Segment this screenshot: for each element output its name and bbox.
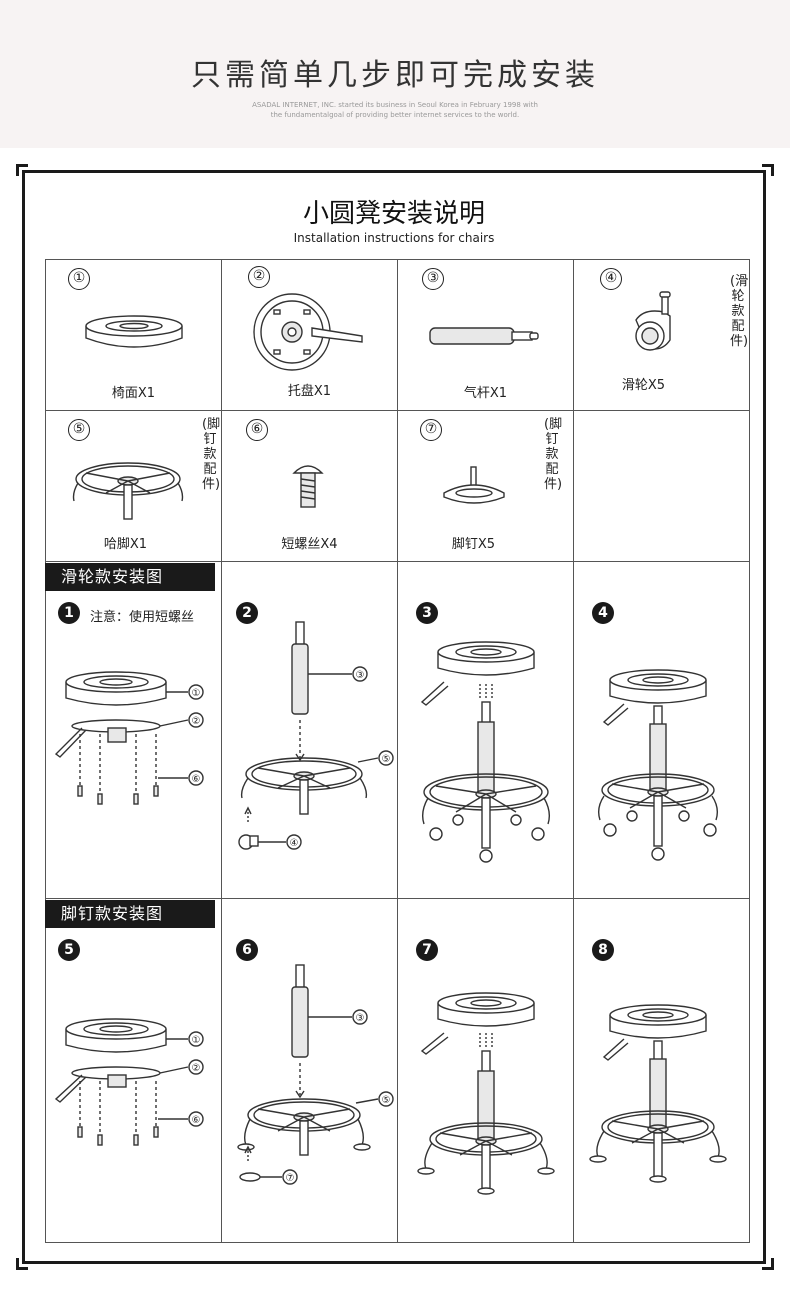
part-cell-foot-ring: ⑤ (脚钉款配件) 哈脚X1 — [45, 410, 222, 562]
callout-base: ⑤ — [382, 754, 391, 765]
part-label: 椅面X1 — [46, 382, 221, 401]
callout-plate: ② — [192, 716, 201, 727]
callout-gaslift: ③ — [356, 1013, 365, 1024]
page-subtitle: ASADAL INTERNET, INC. started its busine… — [0, 100, 790, 120]
wheel-step-4: 4 — [573, 561, 750, 899]
wheel-section-heading: 滑轮款安装图 — [45, 563, 215, 591]
wheel-step-2: 2 ③ ⑤ ④ — [221, 561, 398, 899]
instructions-title: 小圆凳安装说明 — [25, 193, 763, 230]
wheel-stool-complete-diagram — [574, 562, 751, 900]
attach-seat-foot-diagram — [398, 899, 575, 1244]
corner-accent — [16, 1258, 28, 1270]
instructions-subtitle: Installation instructions for chairs — [25, 231, 763, 245]
corner-accent — [762, 164, 774, 176]
seat-plate-screw-diagram-foot: ① ② ⑥ — [46, 899, 223, 1244]
foot-section-heading: 脚钉款安装图 — [45, 900, 215, 928]
part-cell-screw: ⑥ 短螺丝X4 — [221, 410, 398, 562]
part-cell-foot-glide: ⑦ (脚钉款配件) 脚钉X5 — [397, 410, 574, 562]
page-header: 只需简单几步即可完成安装 ASADAL INTERNET, INC. start… — [0, 0, 790, 148]
callout-seat: ① — [192, 688, 201, 699]
instruction-frame: 小圆凳安装说明 Installation instructions for ch… — [22, 170, 766, 1264]
corner-accent — [762, 1258, 774, 1270]
part-label: 托盘X1 — [222, 380, 397, 399]
subtitle-line-2: the fundamentalgoal of providing better … — [0, 110, 790, 120]
page-title: 只需简单几步即可完成安装 — [0, 50, 790, 94]
part-note: (脚钉款配件) — [202, 417, 218, 492]
part-label: 哈脚X1 — [38, 533, 213, 552]
part-note: (滑轮款配件) — [730, 274, 746, 349]
callout-seat: ① — [192, 1035, 201, 1046]
wheel-step-1: 1 注意：使用短螺丝 ① ② ⑥ — [45, 561, 222, 899]
seat-plate-screw-diagram: ① ② ⑥ — [46, 562, 223, 900]
part-cell-seat: ① 椅面X1 — [45, 259, 222, 411]
part-note: (脚钉款配件) — [544, 417, 560, 492]
part-cell-plate: ② 托盘X1 — [221, 259, 398, 411]
part-cell-empty — [573, 410, 750, 562]
foot-step-7: 7 — [397, 898, 574, 1243]
part-cell-gas-lift: ③ 气杆X1 — [397, 259, 574, 411]
wheel-step-3: 3 — [397, 561, 574, 899]
callout-glide: ⑦ — [286, 1173, 295, 1184]
foot-step-6: 6 ③ ⑤ ⑦ — [221, 898, 398, 1243]
foot-step-5: 5 ① ② ⑥ — [45, 898, 222, 1243]
gaslift-footring-diagram: ③ ⑤ ⑦ — [222, 899, 399, 1244]
callout-wheel: ④ — [290, 838, 299, 849]
callout-screw: ⑥ — [192, 1115, 201, 1126]
corner-accent — [16, 164, 28, 176]
callout-gaslift: ③ — [356, 670, 365, 681]
attach-seat-diagram — [398, 562, 575, 900]
foot-step-8: 8 — [573, 898, 750, 1243]
part-label: 短螺丝X4 — [222, 533, 397, 552]
part-label: 滑轮X5 — [556, 374, 731, 393]
part-label: 脚钉X5 — [386, 533, 561, 552]
gaslift-base-diagram: ③ ⑤ ④ — [222, 562, 399, 900]
part-cell-wheel: ④ (滑轮款配件) 滑轮X5 — [573, 259, 750, 411]
callout-footring: ⑤ — [382, 1095, 391, 1106]
subtitle-line-1: ASADAL INTERNET, INC. started its busine… — [0, 100, 790, 110]
part-label: 气杆X1 — [398, 382, 573, 401]
callout-screw: ⑥ — [192, 774, 201, 785]
foot-stool-complete-diagram — [574, 899, 751, 1244]
callout-plate: ② — [192, 1063, 201, 1074]
